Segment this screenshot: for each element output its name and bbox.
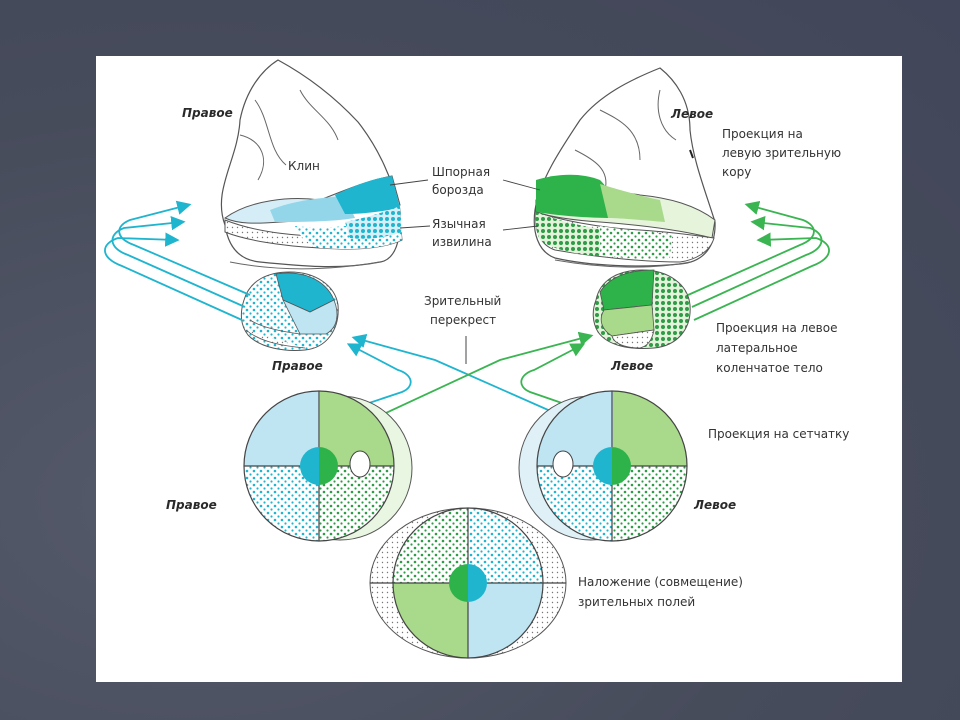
right-lgn	[240, 271, 339, 351]
calcarine-label-line1: Шпорная	[432, 165, 490, 179]
chiasm-label-line1: Зрительный	[424, 294, 501, 308]
blue-pathway-arrows	[104, 200, 599, 433]
calcarine-label-line2: борозда	[432, 183, 484, 197]
proj-cortex-label-line1: Проекция на	[722, 127, 803, 141]
cortex-leader-lines	[389, 179, 541, 231]
overlap-label-line1: Наложение (совмещение)	[578, 575, 743, 589]
right-occipital-cortex	[220, 59, 403, 270]
proj-lgn-label-line1: Проекция на левое	[716, 321, 837, 335]
green-pathway-arrows	[344, 200, 830, 433]
left-eye-label: Левое	[693, 498, 736, 512]
chiasm-label-line2: перекрест	[430, 313, 496, 327]
proj-retina-label: Проекция на сетчатку	[708, 427, 849, 441]
proj-cortex-label-line2: левую зрительную	[722, 146, 841, 160]
right-eye-visual-field	[243, 390, 413, 542]
proj-lgn-label-line2: латеральное	[716, 341, 798, 355]
right-lgn-label: Правое	[272, 359, 323, 373]
lingual-label-line2: извилина	[432, 235, 492, 249]
right-eye-label: Правое	[166, 498, 217, 512]
right-cortex-label: Правое	[182, 106, 233, 120]
lingual-label-line1: Язычная	[432, 217, 486, 231]
overlap-label-line2: зрительных полей	[578, 595, 695, 609]
proj-cortex-label-line3: кору	[722, 165, 751, 179]
left-cortex-label: Левое	[670, 107, 713, 121]
left-occipital-cortex	[533, 67, 716, 268]
cuneus-label: Клин	[288, 159, 320, 173]
proj-lgn-label-line3: коленчатое тело	[716, 361, 823, 375]
combined-visual-field	[369, 507, 567, 659]
left-lgn-label: Левое	[610, 359, 653, 373]
left-lgn	[592, 269, 691, 349]
left-eye-visual-field	[518, 390, 688, 542]
